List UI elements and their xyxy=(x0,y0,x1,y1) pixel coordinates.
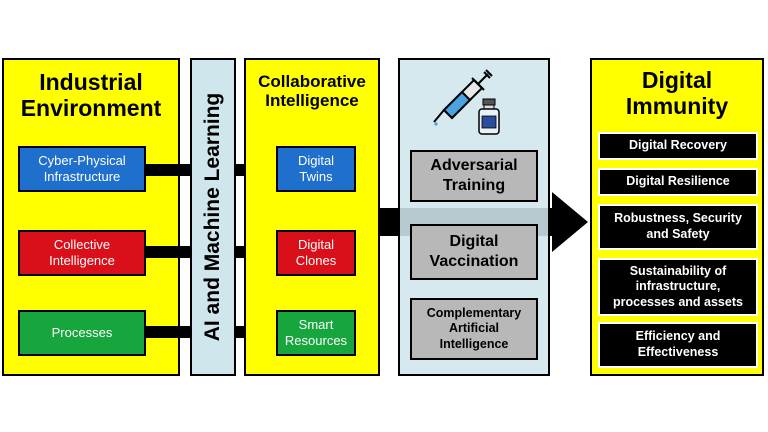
item-label-line1: Digital Recovery xyxy=(629,138,727,153)
digital-immunity-title: Digital Immunity xyxy=(592,67,762,120)
vial-icon xyxy=(478,98,500,135)
digital-recovery-item: Digital Recovery xyxy=(598,132,758,160)
box-label-line1: Processes xyxy=(51,324,113,340)
item-label-line1: Digital Resilience xyxy=(626,174,730,189)
main-flow-arrow-tail xyxy=(378,208,400,236)
ai-machine-learning-label: AI and Machine Learning xyxy=(201,92,224,342)
box-label-line2: Resources xyxy=(284,333,348,348)
collaborative-intelligence-title: Collaborative Intelligence xyxy=(246,72,378,110)
industrial-environment-title: Industrial Environment xyxy=(4,69,178,122)
item-label-line2: Effectiveness xyxy=(637,345,719,359)
box-label-line3: Intelligence xyxy=(439,336,509,351)
box-label-line1: Smart xyxy=(298,316,334,332)
immunity-title-line1: Digital xyxy=(641,67,713,93)
collaborative-title-line1: Collaborative xyxy=(258,72,366,91)
box-label-line2: Vaccination xyxy=(429,253,519,270)
box-label-line1: Adversarial xyxy=(430,157,518,174)
box-label-line2: Twins xyxy=(299,169,333,184)
item-label-line1: Robustness, Security xyxy=(614,211,742,226)
digital-resilience-item: Digital Resilience xyxy=(598,168,758,196)
syringe-icon xyxy=(433,69,493,126)
box-label-line2: Artificial xyxy=(448,321,499,336)
box-label-line1: Digital xyxy=(449,233,499,250)
box-label-line1: Cyber-Physical xyxy=(38,152,126,168)
box-label-line1: Complementary xyxy=(426,305,522,320)
digital-immunity-panel: Digital Immunity Digital Recovery Digita… xyxy=(590,58,764,376)
item-label-line2: infrastructure, xyxy=(635,279,721,294)
box-label-line1: Digital xyxy=(297,236,335,252)
industrial-title-line1: Industrial xyxy=(39,69,143,95)
industrial-title-line2: Environment xyxy=(20,94,162,121)
box-label-line1: Collective xyxy=(53,236,111,252)
box-label-line2: Clones xyxy=(295,253,337,268)
item-label-line1: Sustainability of xyxy=(629,263,727,278)
item-label-line2: and Safety xyxy=(646,227,710,241)
ai-machine-learning-band: AI and Machine Learning xyxy=(190,58,236,376)
processes-box: Processes xyxy=(18,310,146,356)
box-label-line2: Training xyxy=(442,177,506,194)
immunity-title-line2: Immunity xyxy=(625,92,729,119)
box-label-line2: Intelligence xyxy=(49,253,115,268)
box-label-line2: Infrastructure xyxy=(43,169,121,184)
item-label-line3: processes and assets xyxy=(613,294,743,309)
collaborative-title-line2: Intelligence xyxy=(265,91,359,111)
item-label-line1: Efficiency and xyxy=(635,329,721,344)
box-label-line1: Digital xyxy=(297,152,335,168)
